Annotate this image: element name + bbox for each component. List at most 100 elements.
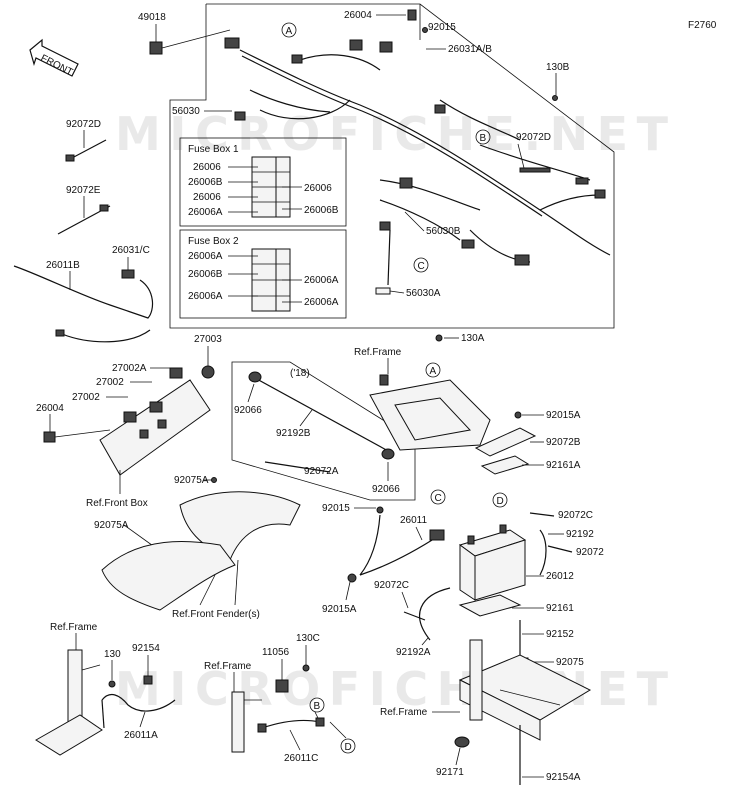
part-92075a-1: 92075A: [174, 475, 209, 486]
ref-frame-top: Ref.Frame: [354, 347, 402, 358]
callout-b-top: B: [475, 129, 491, 145]
part-49018: 49018: [138, 12, 166, 23]
part-130b: 130B: [546, 62, 570, 73]
inset-2018: ('18): [231, 361, 416, 501]
callout-a-top: A: [281, 22, 297, 38]
fuse-box-2-title: Fuse Box 2: [188, 236, 239, 247]
part-92154: 92154: [132, 643, 160, 654]
bracket-11056-icon: [275, 679, 289, 693]
part-92171: 92171: [436, 767, 464, 778]
part-92075a-2: 92075A: [94, 520, 129, 531]
cable-26011a-icon: [101, 693, 176, 729]
part-92015-top: 92015: [428, 22, 456, 33]
part-26031c: 26031/C: [112, 245, 150, 256]
part-92161: 92161: [546, 603, 574, 614]
harness-frame: [169, 3, 615, 329]
svg-text:A: A: [430, 366, 437, 377]
front-arrow-icon: FRONT: [29, 38, 79, 78]
tie-92072e-icon: [57, 204, 111, 235]
year-note: ('18): [290, 368, 310, 379]
ref-frame-bm: Ref.Frame: [204, 661, 252, 672]
part-130c: 130C: [296, 633, 320, 644]
svg-text:C: C: [435, 493, 442, 504]
fuse-box-2: Fuse Box 2 26006A 26006B 26006A 26006A 2…: [179, 229, 347, 319]
part-92192b: 92192B: [276, 428, 311, 439]
fuse-label: 26006: [304, 183, 332, 194]
battery-26012-icon: [458, 524, 527, 601]
svg-text:A: A: [286, 26, 293, 37]
cable-26011-icon: [347, 514, 445, 583]
figure-code: F2760: [688, 20, 717, 31]
part-26011c: 26011C: [284, 753, 318, 764]
fuse-label: 26006: [193, 192, 221, 203]
part-92192: 92192: [566, 529, 594, 540]
part-26004-top: 26004: [344, 10, 372, 21]
fuse-box-1-title: Fuse Box 1: [188, 144, 239, 155]
part-130: 130: [104, 649, 121, 660]
part-56030b: 56030B: [426, 226, 461, 237]
part-92066-a: 92066: [234, 405, 262, 416]
pad-92161-icon: [458, 594, 522, 617]
main-wire-harness: [224, 9, 611, 295]
part-92015a-right: 92015A: [546, 410, 581, 421]
part-11056: 11056: [262, 647, 290, 658]
part-26011: 26011: [400, 515, 428, 526]
frame-top-icon: [369, 374, 491, 451]
frame-bottom-left-icon: [35, 649, 103, 756]
part-92072b: 92072B: [546, 437, 581, 448]
part-92072a: 92072A: [304, 466, 339, 477]
svg-text:D: D: [497, 496, 504, 507]
strap-92072b-icon: [474, 427, 537, 457]
part-92072d-left: 92072D: [66, 119, 101, 130]
svg-text:C: C: [418, 261, 425, 272]
part-56030a: 56030A: [406, 288, 441, 299]
part-92161a: 92161A: [546, 460, 581, 471]
callout-d-bottom: D: [340, 738, 356, 754]
part-92075: 92075: [556, 657, 584, 668]
fuse-label: 26006: [193, 162, 221, 173]
ref-frame-br: Ref.Frame: [380, 707, 428, 718]
part-92072e: 92072E: [66, 185, 101, 196]
part-27002-2: 27002: [72, 392, 100, 403]
part-92152: 92152: [546, 629, 574, 640]
part-92015-mid: 92015: [322, 503, 350, 514]
part-92015a-mid: 92015A: [322, 604, 357, 615]
part-26031ab: 26031A/B: [448, 44, 492, 55]
fuse-label: 26006A: [188, 291, 223, 302]
fuse-label: 26006A: [188, 251, 223, 262]
cable-26011b-icon: [13, 265, 154, 343]
svg-text:D: D: [345, 742, 352, 753]
front-box-panel: [99, 367, 211, 476]
part-92066-b: 92066: [372, 484, 400, 495]
ref-front-fender: Ref.Front Fender(s): [172, 609, 260, 620]
svg-text:B: B: [480, 133, 487, 144]
callout-a-mid: A: [425, 362, 441, 378]
fuse-label: 26006B: [304, 205, 339, 216]
ref-front-box: Ref.Front Box: [86, 498, 148, 509]
tie-92072d-icon: [65, 139, 107, 162]
pad-92161a-icon: [480, 455, 530, 475]
grommet-27003-icon: [201, 365, 215, 379]
part-130a: 130A: [461, 333, 485, 344]
fuse-label: 26006A: [304, 297, 339, 308]
svg-text:B: B: [314, 701, 321, 712]
part-26011b: 26011B: [46, 260, 80, 271]
clamp-92171-icon: [454, 736, 470, 748]
part-27002a: 27002A: [112, 363, 147, 374]
ref-frame-bl: Ref.Frame: [50, 622, 98, 633]
fuse-label: 26006A: [188, 207, 223, 218]
front-fender-icon: [101, 491, 301, 611]
part-26012: 26012: [546, 571, 574, 582]
cable-26011c-icon: [257, 717, 325, 733]
part-56030: 56030: [172, 106, 200, 117]
part-26004-left: 26004: [36, 403, 64, 414]
battery-tray-icon: [458, 639, 592, 741]
fuse-box-1: Fuse Box 1 26006 26006B 26006 26006A 260…: [179, 137, 347, 227]
callout-c-mid: C: [430, 489, 446, 505]
relay-49018-icon: [149, 41, 163, 55]
frame-bottom-mid-icon: [231, 691, 262, 753]
relay-26004-icon: [43, 431, 56, 443]
callout-c-top: C: [413, 257, 429, 273]
part-92192a: 92192A: [396, 647, 431, 658]
